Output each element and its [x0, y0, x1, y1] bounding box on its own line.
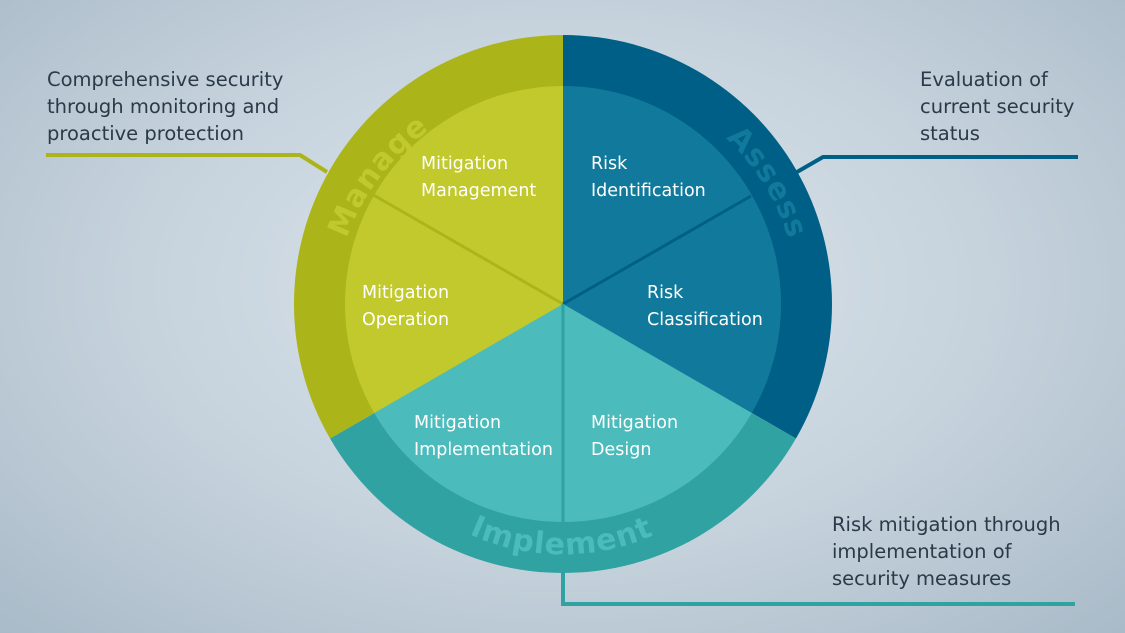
mitigation-implementation-label: Mitigation Implementation [414, 413, 553, 460]
risk-identification-label: Risk Identification [591, 154, 706, 201]
implement-connector-line [561, 570, 1075, 606]
assess-callout-text: Evaluation of current security status [920, 68, 1075, 145]
risk-classification-label: Risk Classification [647, 283, 763, 330]
mitigation-management-label: Mitigation Management [421, 154, 536, 201]
mitigation-implementation-segment [374, 304, 563, 522]
mitigation-design-segment [563, 304, 752, 522]
risk-identification-segment [563, 86, 752, 304]
mitigation-design-label: Mitigation Design [591, 413, 684, 460]
manage-callout-text: Comprehensive security through monitorin… [47, 68, 284, 145]
assess-connector-line [796, 155, 1078, 174]
mitigation-management-segment [374, 86, 563, 304]
assess-divider [562, 194, 752, 306]
mitigation-operation-label: Mitigation Operation [362, 283, 455, 330]
manage-divider [329, 168, 564, 306]
implement-callout-text: Risk mitigation through implementation o… [832, 513, 1061, 590]
mitigation-operation-segment [345, 195, 563, 413]
manage-connector-line [46, 153, 329, 174]
risk-classification-segment [563, 195, 781, 413]
